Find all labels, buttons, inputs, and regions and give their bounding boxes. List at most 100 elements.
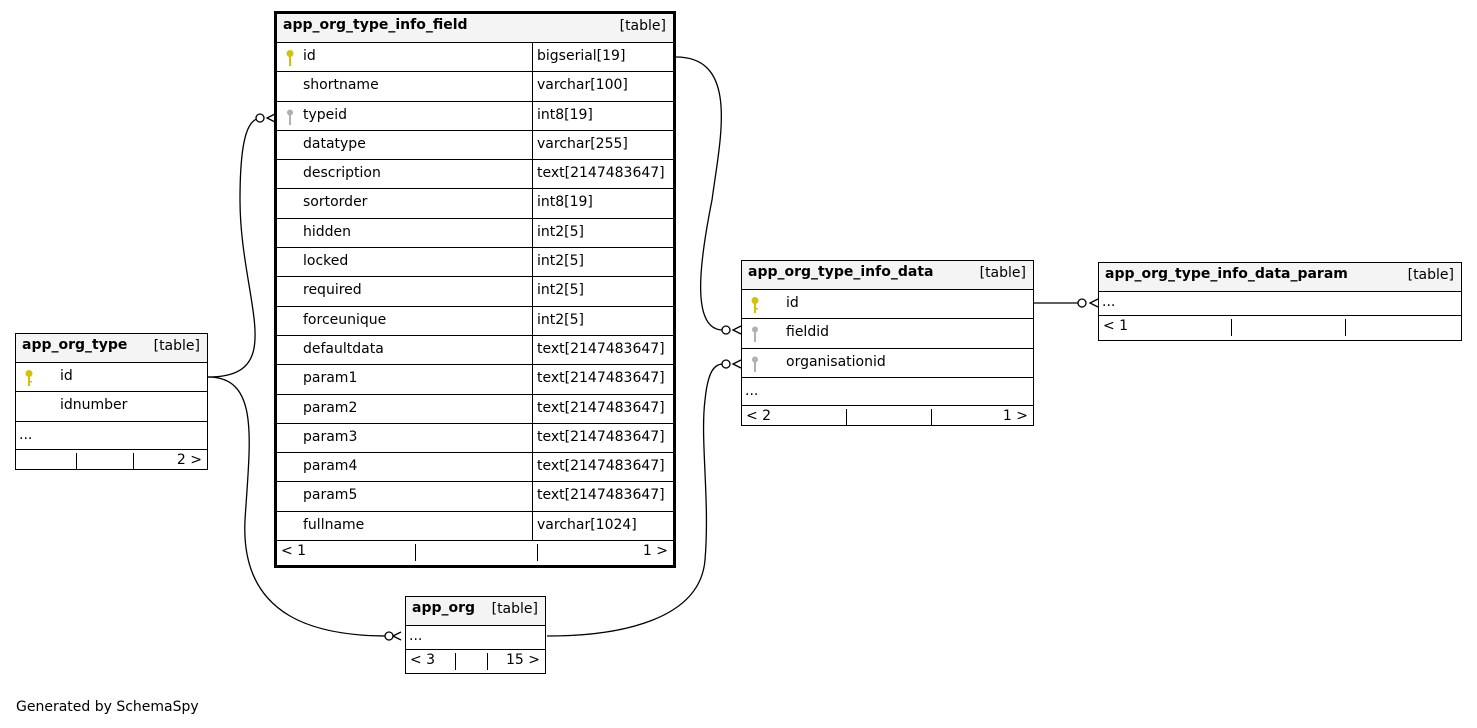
table-kind: [table] [1407, 267, 1454, 283]
parents-count[interactable]: < 2 [746, 407, 772, 424]
table-row: required int2[5] [277, 277, 673, 307]
column-type: int2[5] [532, 218, 673, 248]
table-kind: [table] [153, 338, 200, 354]
column-name: hidden [303, 223, 352, 240]
table-row: organisationid [742, 349, 1033, 378]
column-name: required [303, 282, 362, 299]
column-name: forceunique [303, 311, 387, 328]
column-name: param1 [303, 370, 358, 387]
table-row: id bigserial[19] [277, 43, 673, 73]
column-name: param4 [303, 458, 358, 475]
table-kind: [table] [979, 265, 1026, 281]
table-name[interactable]: app_org_type_info_data [748, 264, 934, 280]
table-name[interactable]: app_org_type_info_data_param [1105, 266, 1348, 282]
column-type: text[2147483647] [532, 160, 673, 189]
table-row: shortname varchar[100] [277, 72, 673, 102]
table-row: idnumber [16, 392, 207, 422]
column-name: description [303, 165, 381, 182]
table-app-org-type[interactable]: app_org_type [table] id idnumber ... 2 > [15, 333, 208, 470]
table-header: app_org_type [table] [16, 334, 207, 363]
generator-credit: Generated by SchemaSpy [16, 699, 199, 715]
parents-count[interactable]: < 3 [410, 652, 436, 668]
table-row: description text[2147483647] [277, 160, 673, 190]
children-count[interactable]: 15 > [506, 652, 540, 668]
column-type: bigserial[19] [532, 43, 673, 72]
table-kind: [table] [491, 601, 538, 617]
children-count[interactable]: 1 > [1002, 407, 1028, 424]
column-name: datatype [303, 135, 366, 152]
table-row: hidden int2[5] [277, 218, 673, 249]
edge-end-circle [255, 113, 265, 123]
table-row: param2 text[2147483647] [277, 394, 673, 424]
table-app-org-type-info-field[interactable]: app_org_type_info_field [table] id bigser… [274, 11, 676, 568]
column-name: sortorder [303, 194, 368, 211]
column-name: param2 [303, 399, 358, 416]
table-header: app_org_type_info_data_param [table] [1099, 263, 1461, 292]
table-row: fullname varchar[1024] [277, 511, 673, 542]
column-type: int8[19] [532, 189, 673, 218]
table-row: id [742, 290, 1033, 320]
table-name[interactable]: app_org_type_info_field [283, 17, 468, 33]
table-row: id [16, 363, 207, 393]
children-count[interactable]: 1 > [642, 543, 668, 560]
more-columns: ... [406, 626, 545, 650]
table-app-org-type-info-data[interactable]: app_org_type_info_data [table] id fieldi… [741, 260, 1034, 426]
column-name: defaultdata [303, 340, 384, 357]
column-type: text[2147483647] [532, 423, 673, 453]
column-type: int2[5] [532, 248, 673, 277]
column-name: fieldid [786, 324, 829, 341]
column-name: fullname [303, 516, 365, 533]
edge-end-circle [384, 631, 394, 641]
edge-end-circle [721, 325, 731, 335]
column-type: int8[19] [532, 101, 673, 130]
column-name: idnumber [60, 397, 128, 414]
foreign-key-icon [752, 326, 758, 343]
edge-type-to-org [207, 376, 389, 637]
column-name: param3 [303, 428, 358, 445]
table-kind: [table] [619, 18, 666, 34]
column-name: shortname [303, 77, 379, 94]
edge-org-to-data [546, 363, 724, 637]
key-icon [25, 370, 33, 386]
column-type: int2[5] [532, 306, 673, 335]
table-row: param1 text[2147483647] [277, 365, 673, 395]
column-type: text[2147483647] [532, 394, 673, 423]
column-type: text[2147483647] [532, 365, 673, 394]
column-name: param5 [303, 487, 358, 504]
table-app-org[interactable]: app_org [table] ... < 3 15 > [405, 596, 546, 674]
column-name: id [786, 295, 799, 311]
column-type: text[2147483647] [532, 335, 673, 365]
column-name: id [60, 368, 73, 384]
foreign-key-icon [752, 356, 758, 372]
edge-end-circle [1077, 298, 1087, 308]
column-name: organisationid [786, 353, 886, 370]
column-type: varchar[255] [532, 130, 673, 160]
children-count[interactable]: 2 > [176, 451, 202, 468]
more-columns: ... [16, 422, 207, 450]
table-row: datatype varchar[255] [277, 130, 673, 161]
table-footer: < 1 1 > [277, 541, 673, 564]
table-name[interactable]: app_org_type [22, 337, 128, 353]
parents-count[interactable]: < 1 [281, 543, 307, 560]
edge-field-to-data [675, 56, 724, 331]
key-icon [751, 297, 759, 313]
more-columns: ... [1099, 292, 1461, 316]
edge-end-circle [721, 359, 731, 369]
column-name: id [303, 48, 316, 64]
table-footer: < 3 15 > [406, 650, 545, 673]
column-type: varchar[100] [532, 72, 673, 101]
table-name[interactable]: app_org [412, 600, 476, 616]
table-row: defaultdata text[2147483647] [277, 335, 673, 366]
column-type: int2[5] [532, 277, 673, 306]
key-icon [286, 50, 294, 66]
table-footer: < 2 1 > [742, 406, 1033, 429]
column-type: text[2147483647] [532, 453, 673, 482]
column-type: varchar[1024] [532, 511, 673, 541]
table-footer: 2 > [16, 450, 207, 473]
foreign-key-icon [287, 109, 293, 125]
parents-count[interactable]: < 1 [1103, 318, 1129, 334]
table-app-org-type-info-data-param[interactable]: app_org_type_info_data_param [table] ...… [1098, 262, 1462, 341]
